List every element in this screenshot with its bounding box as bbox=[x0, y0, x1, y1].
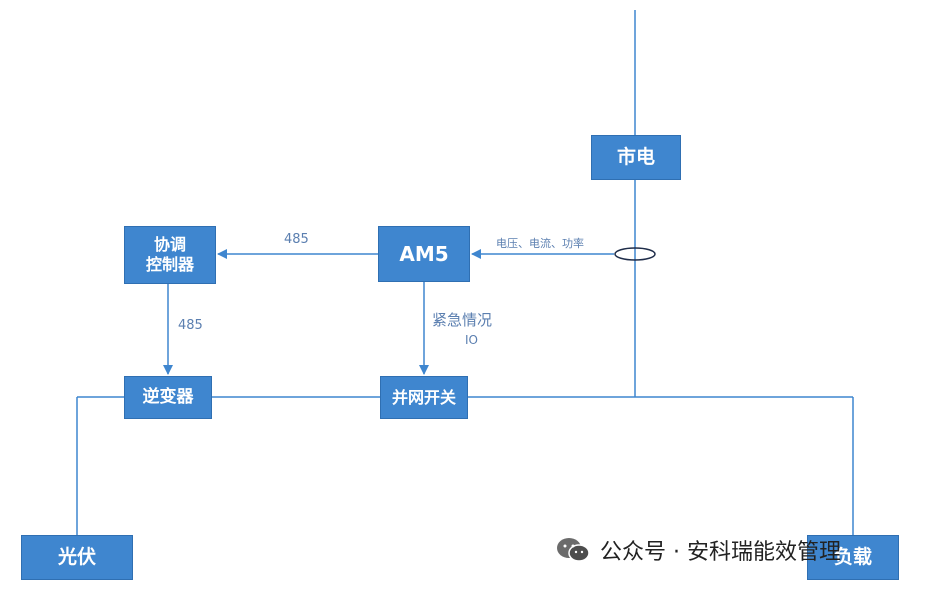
label-io: IO bbox=[465, 333, 478, 347]
pv-node: 光伏 bbox=[21, 535, 133, 580]
watermark: 公众号 · 安科瑞能效管理 bbox=[554, 534, 841, 566]
coordinator-node: 协调 控制器 bbox=[124, 226, 216, 284]
coordinator-label-line1: 协调 bbox=[153, 235, 186, 254]
inverter-node: 逆变器 bbox=[124, 376, 212, 419]
watermark-text: 公众号 · 安科瑞能效管理 bbox=[600, 540, 841, 565]
am5-node: AM5 bbox=[378, 226, 470, 282]
grid-switch-node: 并网开关 bbox=[380, 376, 468, 419]
label-emergency: 紧急情况 bbox=[432, 311, 493, 329]
label-485-left: 485 bbox=[178, 318, 203, 333]
current-transformer-icon bbox=[614, 247, 656, 261]
label-485-top: 485 bbox=[284, 232, 309, 247]
coordinator-label-line2: 控制器 bbox=[145, 255, 194, 274]
wechat-icon bbox=[557, 538, 590, 562]
load-node: 负载 bbox=[807, 535, 899, 580]
label-measurements: 电压、电流、功率 bbox=[496, 237, 584, 250]
grid-node: 市电 bbox=[591, 135, 681, 180]
